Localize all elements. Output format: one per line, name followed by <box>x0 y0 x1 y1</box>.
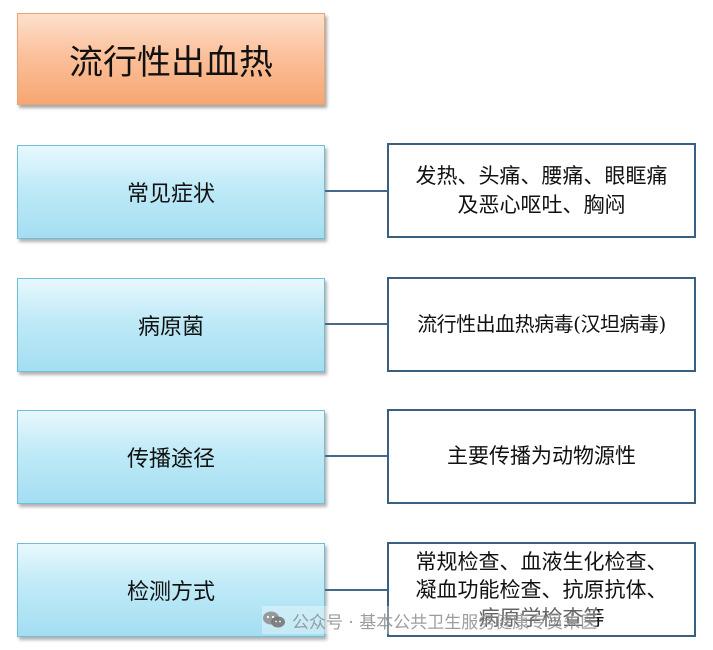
description-box-detection: 常规检查、血液生化检查、 凝血功能检查、抗原抗体、 病原学检查等 <box>387 542 696 637</box>
category-label: 常见症状 <box>126 182 215 207</box>
category-label: 检测方式 <box>126 580 215 605</box>
description-text: 流行性出血热病毒(汉坦病毒) <box>417 312 666 336</box>
description-box-pathogen: 流行性出血热病毒(汉坦病毒) <box>387 277 696 372</box>
description-text: 发热、头痛、腰痛、眼眶痛 及恶心呕吐、胸闷 <box>415 163 668 217</box>
category-box-symptoms: 常见症状 <box>17 145 325 239</box>
category-box-detection: 检测方式 <box>17 543 325 637</box>
description-text: 常规检查、血液生化检查、 凝血功能检查、抗原抗体、 病原学检查等 <box>415 549 668 630</box>
connector-line <box>325 589 387 591</box>
category-box-transmission: 传播途径 <box>17 410 325 504</box>
connector-line <box>325 455 387 457</box>
description-box-symptoms: 发热、头痛、腰痛、眼眶痛 及恶心呕吐、胸闷 <box>387 143 696 238</box>
watermark-text: 公众号 · 基本公共卫生服务健康专员朱医 <box>292 612 598 633</box>
description-text: 主要传播为动物源性 <box>447 444 636 468</box>
category-label: 病原菌 <box>137 315 204 340</box>
diagram-title: 流行性出血热 <box>69 42 273 83</box>
connector-line <box>325 190 387 192</box>
category-label: 传播途径 <box>126 447 215 472</box>
title-box: 流行性出血热 <box>17 13 325 105</box>
category-box-pathogen: 病原菌 <box>17 278 325 372</box>
watermark: 公众号 · 基本公共卫生服务健康专员朱医 <box>262 606 598 634</box>
wechat-icon <box>263 611 285 628</box>
description-box-transmission: 主要传播为动物源性 <box>387 409 696 504</box>
connector-line <box>325 323 387 325</box>
